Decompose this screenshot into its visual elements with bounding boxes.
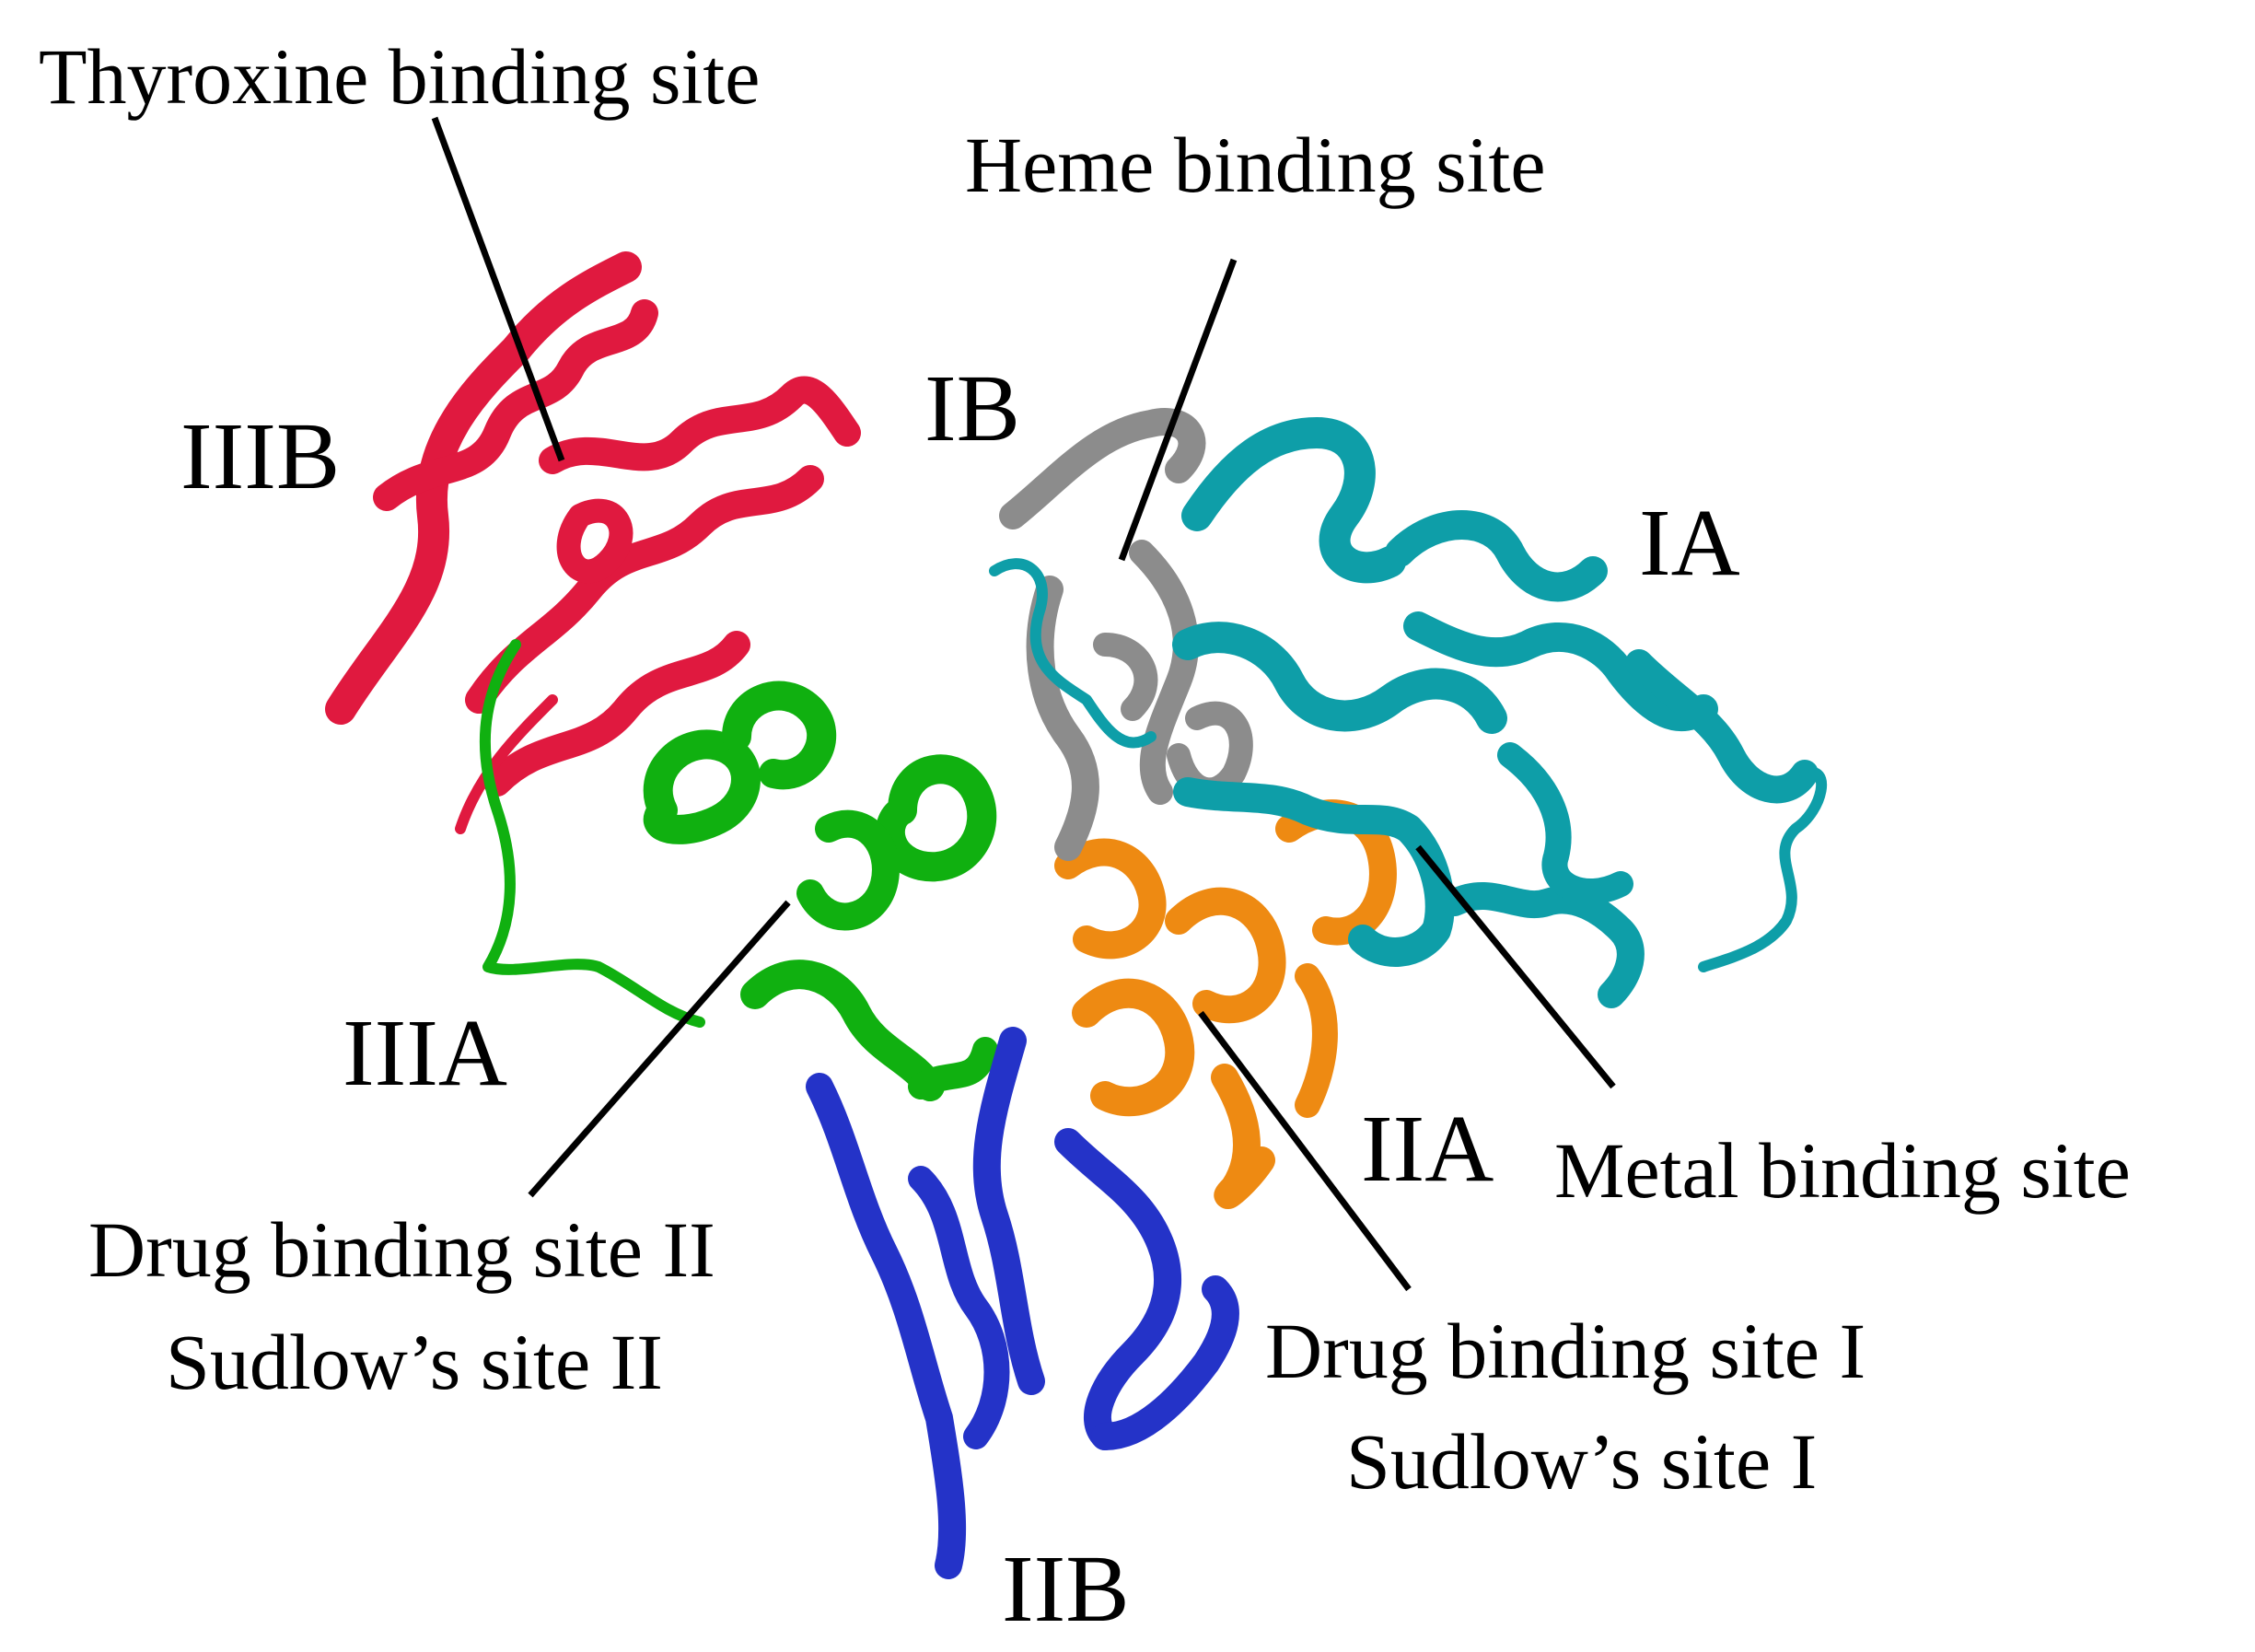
sudlow-site-ii-label: Sudlow’s site II [166, 1318, 663, 1406]
drug-site-ii-label: Drug binding site II [88, 1205, 715, 1294]
drug-site-i-label: Drug binding site I [1265, 1307, 1866, 1395]
metal-leader-line [1415, 844, 1616, 1089]
domain-iib-ribbon [806, 1027, 1239, 1579]
heme-site-label: Heme binding site [965, 121, 1546, 209]
domain-iiia-ribbon [479, 639, 998, 1101]
drug-site-i-leader-line [1198, 1010, 1412, 1292]
domain-ib-label: IB [924, 355, 1020, 461]
thyroxine-leader-line [431, 116, 565, 462]
domain-iiia-label: IIIA [343, 1000, 507, 1106]
domain-ia-label: IA [1639, 490, 1740, 596]
domain-ia-ribbon [989, 417, 1827, 1008]
metal-site-label: Metal binding site [1554, 1126, 2131, 1215]
domain-iiib-ribbon [325, 251, 861, 834]
drug-site-ii-leader-line [528, 900, 791, 1198]
heme-leader-line [1118, 258, 1238, 562]
thyroxine-site-label: Thyroxine binding site [39, 32, 760, 121]
domain-iiib-label: IIIB [180, 403, 340, 509]
domain-iib-label: IIB [1002, 1536, 1130, 1642]
domain-iia-ribbon [1054, 799, 1397, 1210]
sudlow-site-i-label: Sudlow’s site I [1346, 1417, 1817, 1506]
domain-iia-label: IIA [1361, 1096, 1494, 1202]
